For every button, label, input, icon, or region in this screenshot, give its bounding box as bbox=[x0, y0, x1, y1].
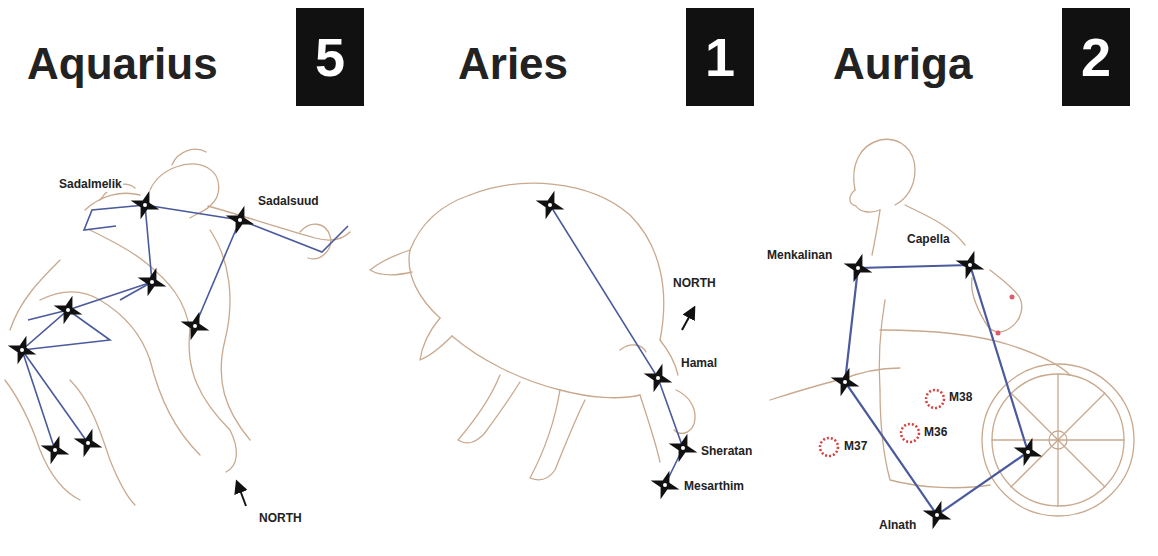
star-marker bbox=[41, 436, 70, 465]
constellation-lines bbox=[22, 205, 1028, 515]
star-name: Hamal bbox=[680, 357, 718, 371]
number-box: 5 bbox=[296, 8, 364, 106]
number-box: 1 bbox=[686, 8, 754, 106]
star-marker bbox=[1014, 438, 1043, 467]
star-shape bbox=[131, 191, 160, 220]
star-center bbox=[150, 280, 154, 284]
aries-ram bbox=[370, 183, 695, 480]
star-name: Alnath bbox=[878, 519, 917, 533]
north-arrow bbox=[682, 308, 694, 330]
star-marker bbox=[956, 251, 985, 280]
star-marker bbox=[669, 434, 698, 463]
star-shape bbox=[1014, 438, 1043, 467]
star-center bbox=[935, 513, 939, 517]
star-shape bbox=[669, 434, 698, 463]
star-name: Mesarthim bbox=[683, 480, 745, 494]
star-center bbox=[681, 446, 685, 450]
star-shape bbox=[41, 436, 70, 465]
north-label: NORTH bbox=[672, 277, 717, 291]
star-marker bbox=[54, 296, 83, 325]
star-name: Capella bbox=[906, 233, 951, 247]
star-shape bbox=[536, 191, 565, 220]
star-shape bbox=[923, 501, 952, 530]
cluster-markers bbox=[820, 390, 944, 456]
star-shape bbox=[226, 206, 255, 235]
star-center bbox=[66, 308, 70, 312]
cluster-name: M37 bbox=[843, 440, 868, 454]
star-name: Sadalmelik bbox=[58, 178, 123, 192]
star-marker bbox=[181, 312, 210, 341]
star-center bbox=[143, 203, 147, 207]
star-marker bbox=[138, 268, 167, 297]
star-center bbox=[663, 483, 667, 487]
star-shape bbox=[54, 296, 83, 325]
star-markers bbox=[8, 191, 1043, 530]
constellation-name: Aquarius bbox=[27, 42, 218, 86]
star-shape bbox=[844, 254, 873, 283]
star-center bbox=[193, 324, 197, 328]
star-center bbox=[238, 218, 242, 222]
cluster-name: M36 bbox=[923, 426, 948, 440]
star-center bbox=[20, 348, 24, 352]
north-arrow bbox=[237, 482, 246, 506]
star-marker bbox=[536, 191, 565, 220]
star-shape bbox=[956, 251, 985, 280]
star-marker bbox=[131, 191, 160, 220]
star-center bbox=[856, 266, 860, 270]
star-shape bbox=[181, 312, 210, 341]
star-shape bbox=[644, 364, 673, 393]
constellation-number: 5 bbox=[315, 30, 345, 84]
constellation-number: 1 bbox=[705, 30, 735, 84]
cluster-name: M38 bbox=[948, 391, 973, 405]
star-marker bbox=[831, 368, 860, 397]
constellation-name: Aries bbox=[458, 42, 568, 86]
star-shape bbox=[8, 336, 37, 365]
red-dots bbox=[996, 295, 1015, 336]
star-name: Menkalinan bbox=[766, 249, 833, 263]
star-marker bbox=[74, 429, 103, 458]
star-shape bbox=[651, 471, 680, 500]
star-marker bbox=[844, 254, 873, 283]
star-center bbox=[968, 263, 972, 267]
star-center bbox=[53, 448, 57, 452]
star-marker bbox=[644, 364, 673, 393]
star-marker bbox=[226, 206, 255, 235]
star-center bbox=[86, 441, 90, 445]
star-center bbox=[1026, 450, 1030, 454]
star-name: Sheratan bbox=[700, 445, 753, 459]
auriga-charioteer bbox=[770, 139, 1134, 516]
star-center bbox=[843, 380, 847, 384]
star-shape bbox=[831, 368, 860, 397]
constellation-name: Auriga bbox=[833, 42, 972, 86]
star-shape bbox=[138, 268, 167, 297]
star-marker bbox=[651, 471, 680, 500]
number-box: 2 bbox=[1062, 8, 1130, 106]
north-label: NORTH bbox=[258, 512, 303, 526]
star-center bbox=[656, 376, 660, 380]
star-shape bbox=[74, 429, 103, 458]
star-marker bbox=[8, 336, 37, 365]
star-name: Sadalsuud bbox=[257, 195, 320, 209]
constellation-number: 2 bbox=[1081, 30, 1111, 84]
star-center bbox=[548, 203, 552, 207]
aquarius-figure bbox=[5, 149, 350, 505]
star-marker bbox=[923, 501, 952, 530]
